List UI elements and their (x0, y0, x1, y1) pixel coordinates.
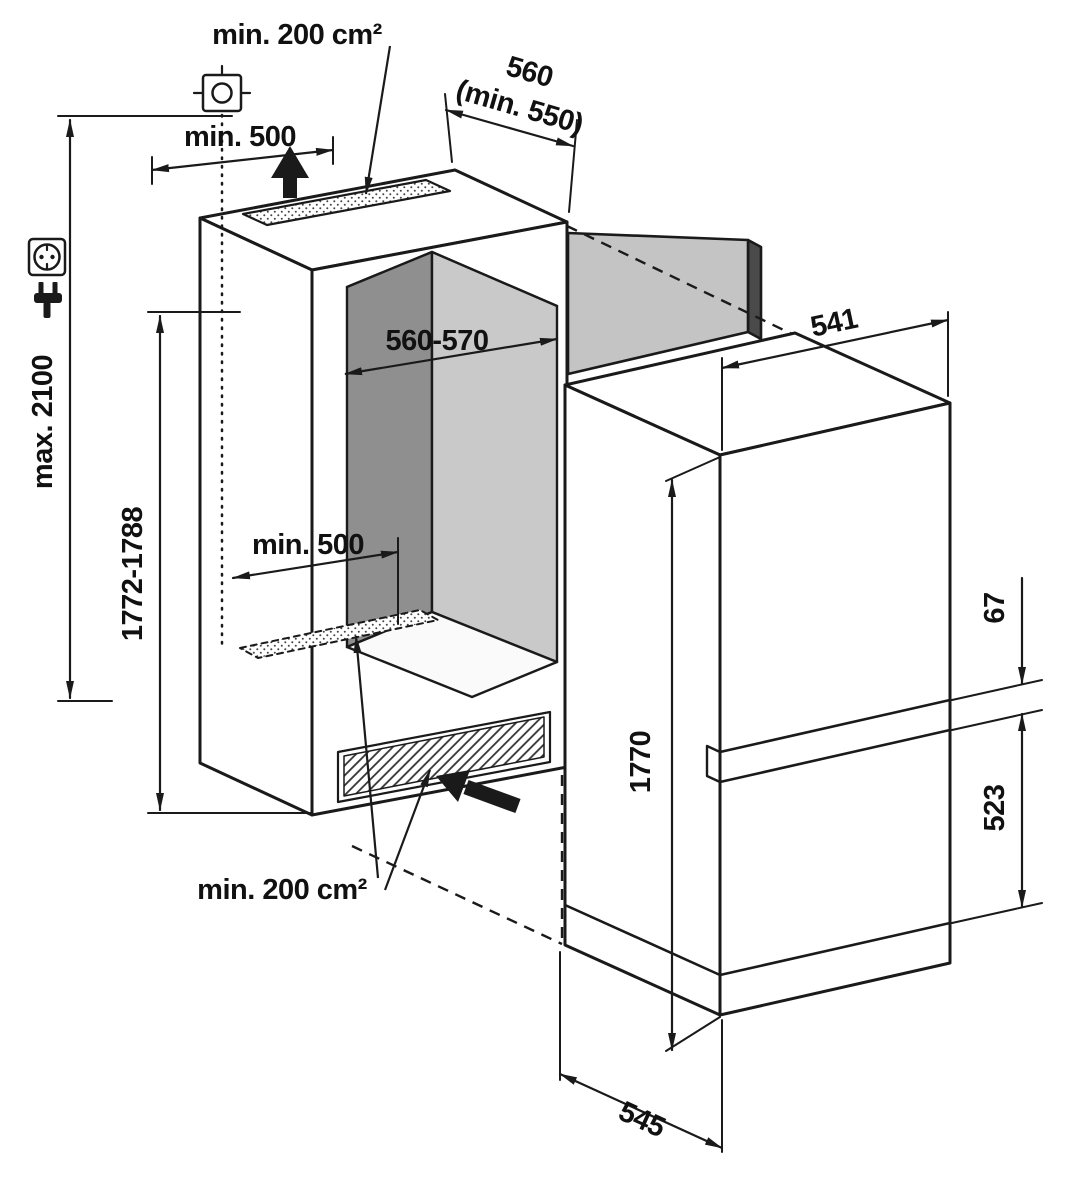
dim-appliance-width-line (720, 318, 950, 370)
appliance (563, 331, 952, 1017)
leader-bottom-vent-floor (353, 635, 380, 879)
plug-prong-right (52, 282, 58, 294)
junction-box-ticks (192, 64, 252, 95)
socket-pin-right (50, 254, 55, 260)
label-niche-width: 560-570 (386, 325, 489, 357)
dim-niche-depth-line (444, 108, 575, 148)
airflow-in-arrow-icon (436, 770, 521, 814)
label-room-height: max. 2100 (27, 355, 59, 489)
plinth-line-side (563, 903, 722, 977)
alignment-dashed-lines (351, 224, 793, 946)
panel-side-face (746, 238, 763, 341)
socket-pin-left (39, 254, 44, 260)
dim-niche-depth (444, 93, 578, 213)
niche-front-face (198, 216, 314, 817)
leader-bottom-vent-front (383, 769, 432, 891)
dim-lower-door-ext (951, 902, 1043, 924)
dim-niche-width-line (344, 337, 558, 376)
airflow-up-shaft (283, 174, 297, 198)
door-gap-upper-line (718, 698, 952, 754)
alignment-line-bottom (351, 844, 563, 946)
niche-left-wall (345, 250, 434, 649)
dim-appliance-height (665, 456, 721, 1052)
dim-appliance-height-ext-bottom (665, 1016, 721, 1052)
dim-appliance-depth (558, 951, 724, 1153)
dim-appliance-width (720, 311, 950, 451)
junction-box-icon (192, 64, 252, 113)
electrical-symbols (27, 64, 252, 652)
dim-lower-door-height (951, 712, 1043, 924)
airflow-in-head (436, 770, 470, 802)
dim-room-height (57, 115, 233, 702)
appliance-side-face (563, 383, 722, 1017)
door-edge-sliver (705, 744, 722, 784)
plug-icon (34, 282, 62, 318)
niche-back-wall (430, 250, 559, 664)
socket-circle (33, 243, 61, 271)
dim-niche-depth-ext-right (568, 119, 578, 213)
label-bottom-vent-area: min. 200 cm² (197, 874, 368, 906)
dim-inner-clearance (231, 537, 400, 625)
leader-top-vent (364, 45, 392, 195)
dim-niche-depth-ext-left (444, 93, 453, 163)
airflow-in-shaft (463, 779, 521, 814)
bottom-vent-hatch (343, 716, 545, 797)
plinth-line-front (718, 921, 952, 977)
plug-prong-left (38, 282, 44, 294)
label-upper-door-offset: 67 (979, 592, 1011, 623)
dim-door-ext-2 (951, 709, 1043, 731)
dim-top-clearance-line (150, 147, 335, 173)
dim-top-clearance (150, 136, 335, 185)
dim-niche-height (147, 311, 311, 814)
alignment-line-top (566, 224, 793, 336)
appliance-front-face (718, 401, 952, 1017)
label-top-vent-area: min. 200 cm² (212, 19, 383, 51)
dim-door-ext-1 (951, 679, 1043, 701)
plug-stem (43, 302, 51, 318)
door-gap-lower-line (718, 728, 952, 784)
dim-inner-clearance-line (231, 550, 400, 580)
dim-appliance-depth-line (558, 1072, 724, 1150)
power-socket-icon (27, 237, 67, 277)
label-appliance-width: 541 (808, 303, 861, 344)
label-niche-height: 1772-1788 (117, 507, 149, 642)
dim-upper-door-offset (951, 576, 1043, 731)
dim-appliance-height-ext-top (665, 456, 721, 482)
niche-cabinet (198, 168, 569, 817)
label-inner-clearance: min. 500 (252, 529, 364, 561)
label-top-clearance: min. 500 (184, 121, 296, 153)
floor-vent-strip (239, 609, 439, 659)
label-appliance-height: 1770 (625, 731, 657, 794)
junction-box-circle (211, 82, 233, 104)
label-lower-door-height: 523 (979, 784, 1011, 831)
plug-body (34, 293, 62, 303)
junction-box-outline (201, 73, 243, 113)
